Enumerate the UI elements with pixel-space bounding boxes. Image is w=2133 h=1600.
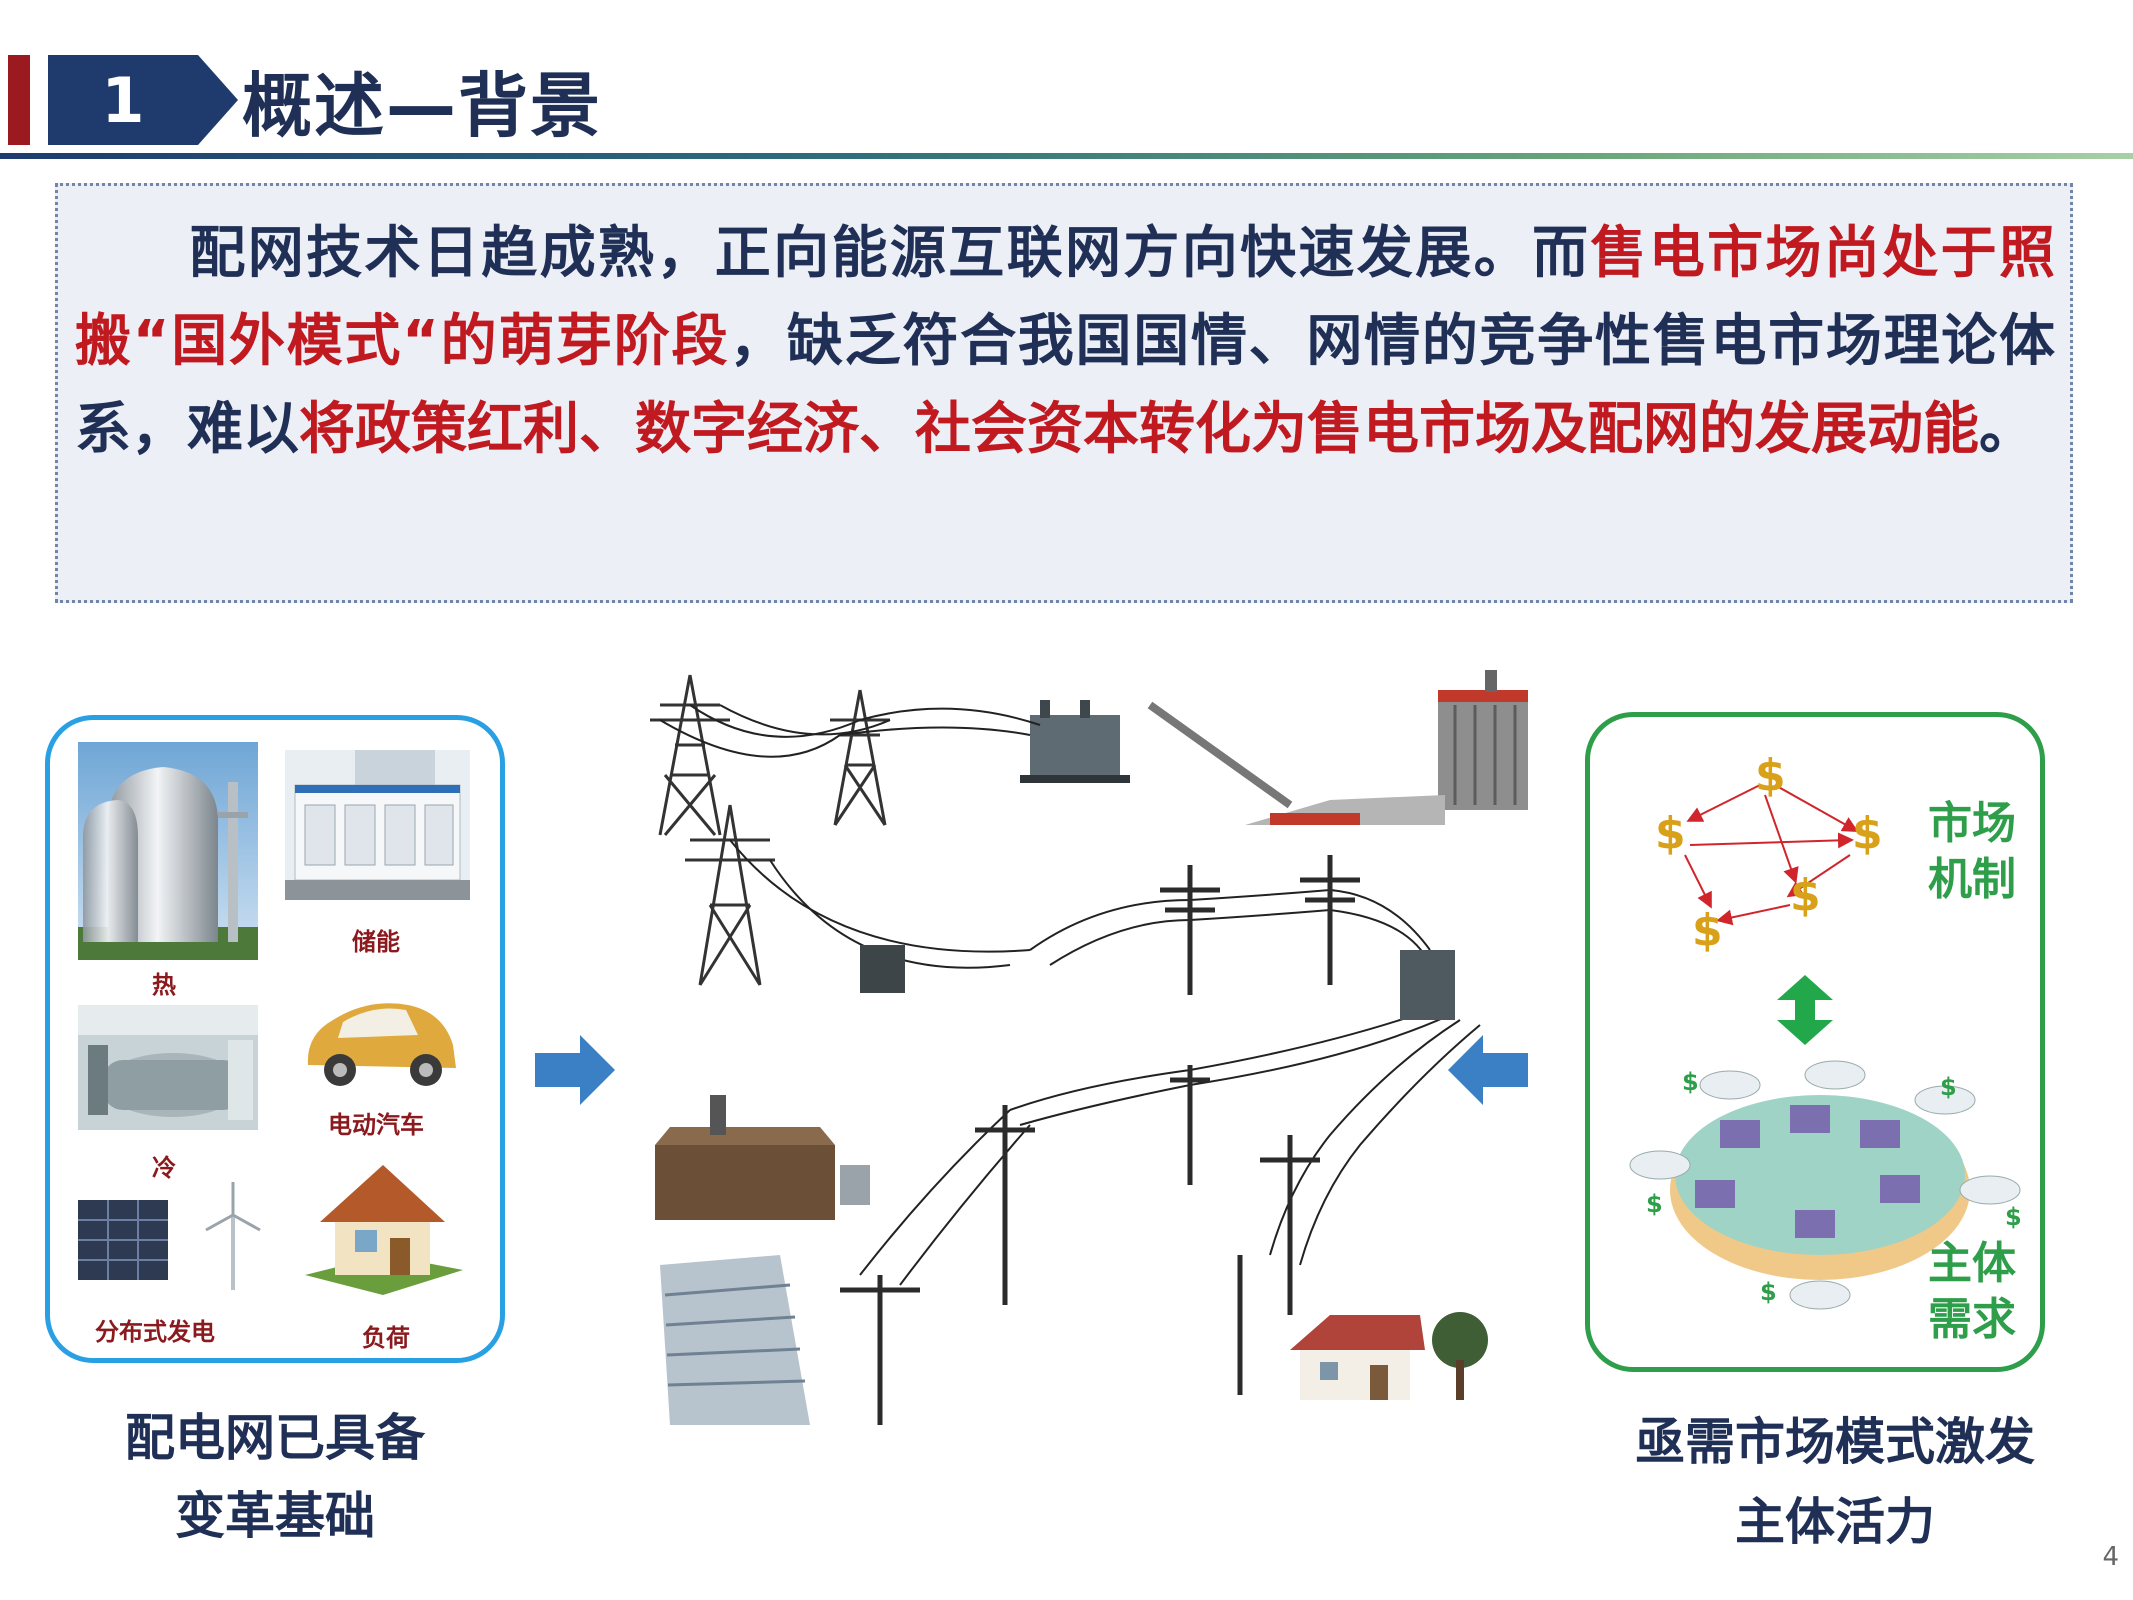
page-title: 概述—背景: [242, 64, 602, 147]
header-divider: [0, 153, 2133, 159]
wind-turbine-image: [205, 1182, 261, 1290]
dollar-sign-2: $: [1655, 808, 1686, 859]
intro-seg-0: 配网技术日趋成熟，正向能源互联网方向快速发展。而: [187, 221, 1591, 286]
solar-panel-image: [78, 1200, 168, 1280]
arrow-left-icon: [1448, 1035, 1528, 1105]
market-dollar-network-diagram: $ $ $ $ $: [1655, 750, 1883, 956]
cold-label: 冷: [152, 1153, 176, 1182]
ev-label: 电动汽车: [328, 1110, 424, 1139]
section-number: 1: [101, 63, 145, 137]
distributed-generation-label: 分布式发电: [95, 1317, 215, 1346]
dollar-sign-6: $: [1682, 1068, 1699, 1096]
storage-label: 储能: [352, 927, 400, 956]
distribution-transformer-1: [860, 945, 905, 993]
substation-image: [1020, 700, 1130, 783]
left-caption-line1: 配电网已具备: [125, 1409, 425, 1467]
section-number-arrow-shape: [48, 55, 238, 145]
dollar-sign-1: $: [1755, 750, 1786, 801]
intro-seg-2: ，缺乏符合我国国情、网情的竞争性售电市场理论体系，难以: [75, 309, 2056, 462]
electric-vehicle-image: [307, 1003, 456, 1086]
heat-storage-tank-image: [78, 742, 258, 960]
dollar-sign-10: $: [1760, 1278, 1777, 1306]
intro-paragraph: 配网技术日趋成熟，正向能源互联网方向快速发展。而售电市场尚处于照搬“国外模式“的…: [75, 210, 2055, 474]
energy-storage-container-image: [285, 750, 470, 900]
load-label: 负荷: [362, 1323, 410, 1352]
microgrid-participants-illustration: $ $ $ $ $: [1629, 1060, 2022, 1310]
dollar-sign-3: $: [1852, 808, 1883, 859]
intro-seg-4-highlight: 售电市场及配网的发展动能: [1307, 397, 1979, 462]
dollar-sign-9: $: [2005, 1203, 2022, 1231]
market-mechanism-line2: 机制: [1928, 854, 2016, 905]
power-plant-image: [1147, 670, 1528, 825]
factory-image: [655, 1095, 870, 1220]
dollar-sign-8: $: [1646, 1190, 1663, 1218]
dollar-sign-5: $: [1692, 905, 1723, 956]
arrow-right-icon: [535, 1035, 615, 1105]
dollar-sign-4: $: [1790, 870, 1821, 921]
power-grid-illustration: [650, 670, 1528, 1425]
right-caption-line1: 亟需市场模式激发: [1635, 1413, 2035, 1471]
cold-chiller-room-image: [78, 1005, 258, 1130]
small-house-image: [1290, 1312, 1488, 1400]
house-load-image: [305, 1165, 463, 1295]
subject-demand-line2: 需求: [1928, 1294, 2016, 1345]
right-caption-line2: 主体活力: [1735, 1493, 1935, 1551]
intro-seg-5: 。: [1979, 397, 2035, 462]
intro-seg-1-highlight: 售电市场尚处于照搬“国外模式“的萌芽阶段: [75, 221, 2055, 374]
dollar-sign-7: $: [1940, 1073, 1957, 1101]
intro-box: [55, 183, 2073, 603]
office-building-image: [660, 1255, 810, 1425]
double-arrow-icon: [1777, 975, 1833, 1045]
subject-demand-line1: 主体: [1928, 1238, 2016, 1289]
heat-label: 热: [152, 970, 176, 999]
intro-seg-3-highlight: 将政策红利、数字经济、社会资本转化为: [299, 397, 1307, 462]
market-mechanism-line1: 市场: [1928, 798, 2016, 849]
page-number: 4: [2102, 1542, 2119, 1572]
distribution-transformer-2: [1400, 950, 1455, 1020]
left-caption-line2: 变革基础: [175, 1487, 375, 1545]
header-accent-bar: [8, 55, 30, 145]
